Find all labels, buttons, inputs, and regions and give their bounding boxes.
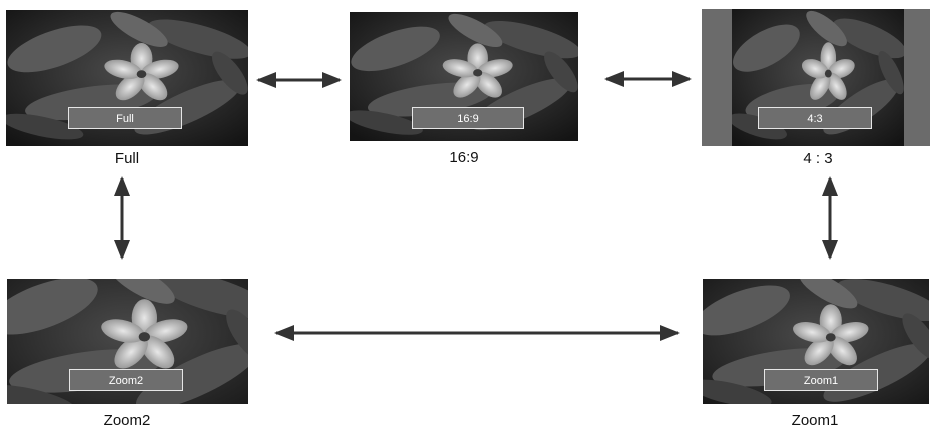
caption-16-9: 16:9	[404, 149, 524, 166]
osd-label-full: Full	[68, 107, 182, 129]
screen-4-3: 4:3	[702, 9, 930, 146]
osd-label-zoom1: Zoom1	[764, 369, 878, 391]
pillarbox-left	[702, 9, 732, 146]
screen-16-9: 16:9	[350, 12, 578, 141]
osd-label-4-3: 4:3	[758, 107, 872, 129]
caption-4-3: 4 : 3	[758, 150, 878, 167]
caption-zoom1: Zoom1	[755, 412, 875, 429]
osd-label-16-9: 16:9	[412, 107, 524, 129]
osd-label-zoom2: Zoom2	[69, 369, 183, 391]
screen-zoom2: Zoom2	[7, 279, 248, 404]
caption-zoom2: Zoom2	[67, 412, 187, 429]
caption-full: Full	[67, 150, 187, 167]
screen-zoom1: Zoom1	[703, 279, 929, 404]
pillarbox-right	[904, 9, 930, 146]
screen-full: Full	[6, 10, 248, 146]
